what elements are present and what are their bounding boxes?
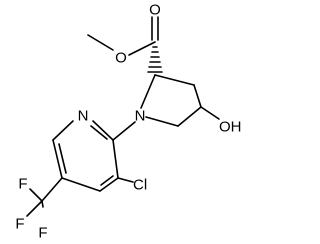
bond-n-pyridine (112, 121, 136, 141)
bond-n-c2 (140, 74, 156, 109)
bond-methyl-o (87, 34, 114, 51)
bond-pyr-c2-n (92, 120, 114, 141)
bond-o-carbonyl-c (128, 41, 156, 56)
chemical-structure: O O N N OH Cl F F F (15, 2, 242, 242)
fluorine-bottom-label: F (38, 225, 47, 242)
chlorine-label: Cl (133, 177, 147, 194)
hashed-wedge-bond (147, 46, 163, 73)
fluorine-top-label: F (18, 176, 27, 193)
bond-pyr-c4-c3-inner (100, 175, 114, 186)
bond-c3-cl (117, 177, 134, 183)
bond-pyr-c6-c5 (52, 139, 63, 179)
bond-pyr-c3-c2 (112, 139, 119, 179)
bond-pyr-c2-n-inner (90, 125, 108, 140)
bond-pyr-c5-c4 (61, 177, 101, 192)
hydroxyl-label: OH (219, 119, 242, 136)
bond-cf3-f-top (29, 188, 43, 202)
bond-pyr-c4-c3 (99, 177, 119, 192)
bond-c5-n (145, 116, 179, 127)
pyridine-nitrogen-label: N (78, 108, 89, 125)
pyrrolidine-nitrogen-label: N (135, 108, 146, 125)
bond-c3-c4 (193, 84, 202, 108)
bond-pyr-c6-c5-inner (58, 143, 67, 174)
bond-cf3-f-bottom (41, 200, 44, 208)
bond-c2-c3 (154, 74, 195, 86)
carbonyl-oxygen-label: O (149, 2, 161, 19)
bond-c4-oh (200, 106, 220, 120)
bond-cf3-f-left (26, 200, 43, 217)
fluorine-left-label: F (15, 216, 24, 233)
bond-c5-cf3 (41, 177, 63, 202)
bond-c4-c5 (177, 106, 202, 127)
ester-oxygen-label: O (115, 50, 127, 67)
bond-pyr-n-c6 (52, 120, 74, 141)
